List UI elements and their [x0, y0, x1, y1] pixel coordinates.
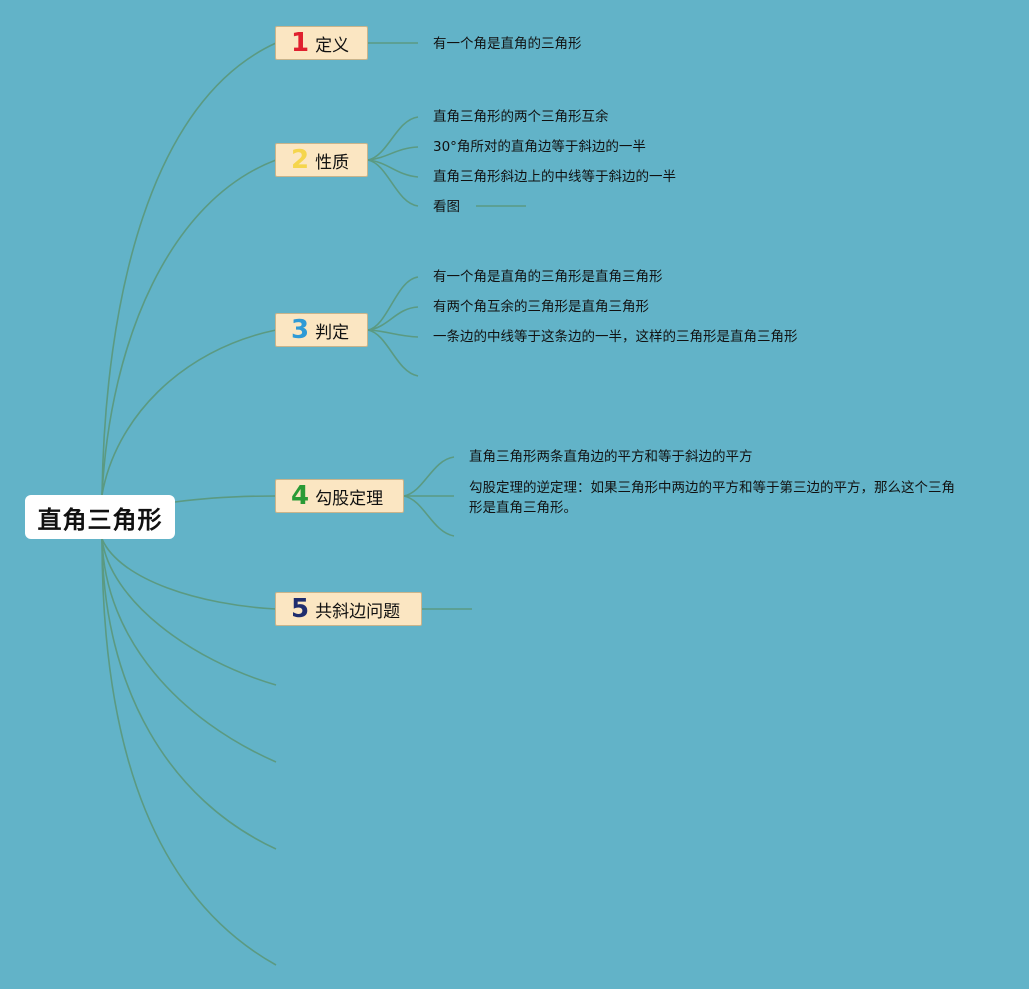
topic-label-5: 共斜边问题 — [315, 601, 401, 622]
topic-number-1: 1 — [291, 28, 310, 58]
topic-1-leaf-1[interactable]: 有一个角是直角的三角形 — [433, 36, 582, 52]
connector-root-empty-3 — [101, 538, 277, 850]
topic-2-leaf-2[interactable]: 30°角所对的直角边等于斜边的一半 — [433, 139, 646, 155]
connector-root-empty-1 — [101, 538, 277, 686]
topic-4-leaf-1[interactable]: 直角三角形两条直角边的平方和等于斜边的平方 — [469, 449, 753, 465]
connector-root-empty-4 — [101, 538, 277, 966]
connector-topic-4-empty — [403, 495, 455, 537]
topic-2-leaf-3[interactable]: 直角三角形斜边上的中线等于斜边的一半 — [433, 169, 676, 185]
topic-label-4: 勾股定理 — [315, 488, 384, 509]
connector-topic-3-leaf-2 — [367, 306, 419, 331]
connector-root-topic-1 — [101, 42, 277, 496]
connector-root-topic-2 — [101, 159, 277, 496]
connector-topic-4-leaf-1 — [403, 456, 455, 497]
topic-label-2: 性质 — [315, 152, 350, 173]
topic-node-5[interactable]: 5 共斜边问题 — [275, 592, 422, 626]
topic-node-3[interactable]: 3 判定 — [275, 313, 368, 347]
topic-number-2: 2 — [291, 145, 310, 175]
topic-node-2[interactable]: 2 性质 — [275, 143, 368, 177]
topic-3-leaf-3[interactable]: 一条边的中线等于这条边的一半，这样的三角形是直角三角形 — [433, 329, 798, 345]
topic-label-3: 判定 — [315, 322, 350, 343]
topic-4-leaf-2[interactable]: 勾股定理的逆定理：如果三角形中两边的平方和等于第三边的平方，那么这个三角形是直角… — [469, 480, 955, 516]
connector-topic-3-leaf-1 — [367, 276, 419, 331]
topic-2-leaf-1[interactable]: 直角三角形的两个三角形互余 — [433, 109, 609, 125]
connector-root-topic-3 — [101, 329, 277, 496]
connector-topic-2-leaf-4 — [367, 159, 419, 207]
topic-3-leaf-2[interactable]: 有两个角互余的三角形是直角三角形 — [433, 299, 649, 315]
topic-node-1[interactable]: 1 定义 — [275, 26, 368, 60]
connector-topic-2-leaf-2 — [367, 146, 419, 161]
connector-topic-3-leaf-3 — [367, 329, 419, 338]
root-node[interactable]: 直角三角形 — [25, 495, 175, 539]
connector-topic-2-leaf-1 — [367, 116, 419, 161]
topic-number-4: 4 — [291, 481, 310, 511]
topic-3-leaf-1[interactable]: 有一个角是直角的三角形是直角三角形 — [433, 269, 663, 285]
topic-label-1: 定义 — [315, 35, 350, 56]
connector-root-topic-4 — [174, 495, 277, 503]
root-label: 直角三角形 — [37, 505, 163, 534]
topic-number-5: 5 — [291, 594, 310, 624]
connector-root-empty-2 — [101, 538, 277, 763]
connector-topic-3-empty — [367, 329, 419, 377]
topic-number-3: 3 — [291, 315, 310, 345]
connector-root-topic-5 — [101, 538, 277, 610]
topic-2-leaf-4[interactable]: 看图 — [433, 199, 460, 215]
topic-node-4[interactable]: 4 勾股定理 — [275, 479, 404, 513]
